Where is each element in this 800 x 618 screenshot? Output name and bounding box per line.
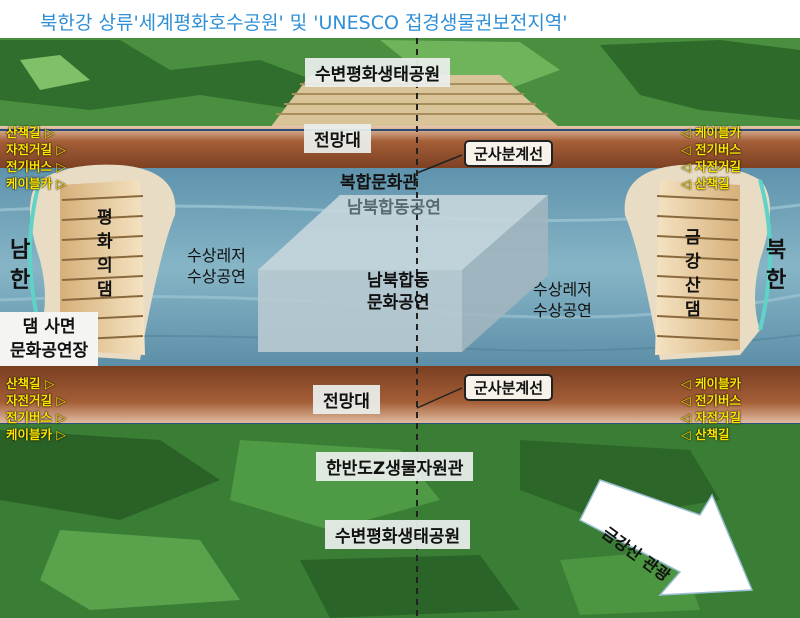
route-item[interactable]: ◁ 산책길: [681, 176, 730, 191]
pointer-line-top: [416, 154, 463, 174]
route-item[interactable]: ◁ 자전거길: [681, 159, 741, 174]
water-left-line2: 수상공연: [187, 267, 246, 286]
top-bank: [0, 126, 800, 170]
route-item[interactable]: 자전거길 ▷: [6, 393, 66, 408]
right-bottom-routes: ◁ 케이블카 ◁ 전기버스 ◁ 자전거길 ◁ 산책길: [681, 375, 741, 443]
page-title: 북한강 상류'세계평화호수공원' 및 'UNESCO 접경생물권보전지역': [40, 12, 568, 34]
route-item[interactable]: 케이블카 ▷: [6, 427, 66, 442]
peace-dam-label: 평 화 의 댐: [97, 208, 113, 300]
right-top-routes: ◁ 케이블카 ◁ 전기버스 ◁ 자전거길 ◁ 산책길: [681, 124, 741, 192]
route-item[interactable]: ◁ 산책길: [681, 427, 730, 442]
geumgang-dam-structure: [624, 164, 772, 360]
observatory-top-label: 전망대: [304, 124, 371, 153]
route-item[interactable]: ◁ 전기버스: [681, 142, 741, 157]
left-top-routes: 산책길 ▷ 자전거길 ▷ 전기버스 ▷ 케이블카 ▷: [6, 124, 66, 192]
route-item[interactable]: ◁ 케이블카: [681, 125, 741, 140]
observatory-bottom-label: 전망대: [313, 385, 380, 414]
route-item[interactable]: 자전거길 ▷: [6, 142, 66, 157]
tour-arrow: [578, 479, 754, 596]
route-item[interactable]: 케이블카 ▷: [6, 176, 66, 191]
water-left-line1: 수상레저: [187, 246, 246, 265]
eco-park-top-label: 수변평화생태공원: [305, 58, 451, 87]
pointer-line-bottom: [416, 387, 463, 409]
left-bottom-routes: 산책길 ▷ 자전거길 ▷ 전기버스 ▷ 케이블카 ▷: [6, 375, 66, 443]
joint-culture-line2: 문화공연: [367, 293, 430, 313]
eco-park-bottom-label: 수변평화생태공원: [325, 520, 471, 549]
route-item[interactable]: 산책길 ▷: [6, 125, 55, 140]
dam-slope-venue-label: 댐 사면 문화공연장: [0, 312, 99, 366]
route-item[interactable]: ◁ 전기버스: [681, 393, 741, 408]
route-item[interactable]: ◁ 케이블카: [681, 376, 741, 391]
floating-stage: [258, 195, 548, 352]
bio-hall-label: 한반도Z생물자원관: [316, 452, 474, 481]
south-korea-label: 남 한: [10, 238, 31, 293]
route-item[interactable]: ◁ 자전거길: [681, 410, 741, 425]
military-line-bottom-label: 군사분계선: [464, 374, 554, 401]
joint-culture-line1: 남북합동: [367, 271, 430, 291]
complex-hall-label: 복합문화관: [340, 173, 419, 193]
geumgang-dam-label: 금 강 산 댐: [685, 228, 701, 320]
military-line-top-label: 군사분계선: [464, 140, 554, 167]
bottom-bank: [0, 366, 800, 426]
route-item[interactable]: 전기버스 ▷: [6, 159, 66, 174]
route-item[interactable]: 산책길 ▷: [6, 376, 55, 391]
water-right-line1: 수상레저: [533, 280, 592, 299]
water-right-line2: 수상공연: [533, 301, 592, 320]
north-korea-label: 북 한: [766, 238, 787, 293]
route-item[interactable]: 전기버스 ▷: [6, 410, 66, 425]
joint-performance-label: 남북합동공연: [347, 198, 441, 218]
